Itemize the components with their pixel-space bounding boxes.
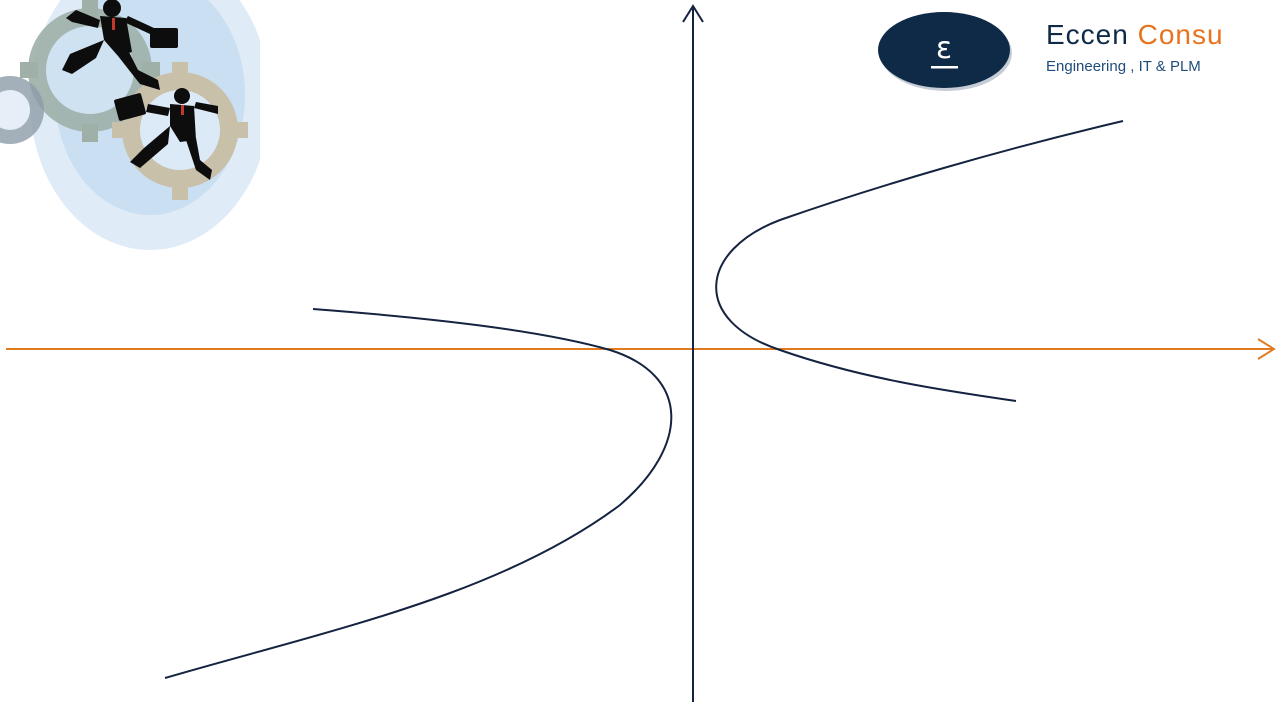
curve-left <box>164 308 673 679</box>
brand-tagline: Engineering , IT & PLM <box>1046 58 1201 75</box>
y-axis-arrowhead <box>682 4 704 23</box>
brand-name-part2: Consu <box>1137 19 1224 50</box>
brand-logo-glyph: ε <box>936 31 952 66</box>
x-axis-arrowhead <box>1257 338 1276 360</box>
brand-text: Eccen Consu Engineering , IT & PLM <box>1046 18 1224 76</box>
brand-name: Eccen Consu <box>1046 18 1224 52</box>
brand-logo-badge: ε <box>878 12 1012 91</box>
curve-right <box>715 120 1124 402</box>
businessmen-running-on-gears-icon <box>0 0 260 250</box>
brand-name-part1: Eccen <box>1046 19 1129 50</box>
